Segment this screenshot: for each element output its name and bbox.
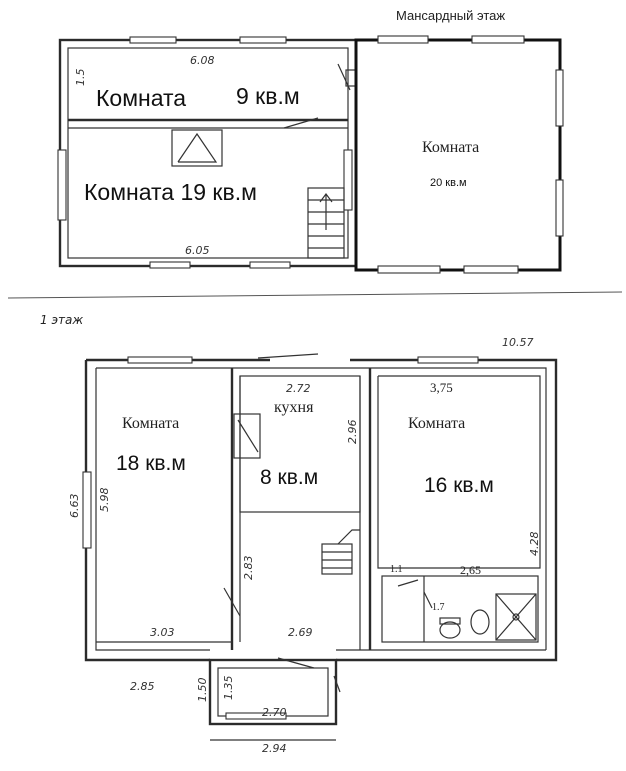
kitchen-stove-mark bbox=[237, 419, 259, 453]
porch-door bbox=[277, 657, 315, 669]
dim-left-inner: 5.98 bbox=[98, 488, 111, 513]
ground-outer-wall bbox=[84, 360, 210, 662]
attic-window bbox=[343, 149, 353, 211]
dim-porch-outer-h: 1.50 bbox=[196, 678, 209, 703]
attic-chimney bbox=[171, 129, 223, 167]
ground-floor: 1 этаж bbox=[40, 313, 558, 755]
dim-kitchen-width: 2.72 bbox=[286, 382, 311, 395]
room18-name: Комната bbox=[122, 415, 179, 432]
dim-hall-height: 2.83 bbox=[242, 556, 255, 581]
dim-porch-inner-h: 1.35 bbox=[222, 676, 235, 701]
bathroom-wall bbox=[381, 575, 539, 643]
attic-room9-area: 9 кв.м bbox=[236, 83, 300, 109]
attic-door bbox=[283, 117, 319, 129]
shower-drain bbox=[512, 613, 520, 621]
attic-window bbox=[57, 149, 67, 221]
dim-room16-width: 3,75 bbox=[430, 380, 453, 395]
kitchen-stove bbox=[233, 413, 261, 459]
attic-stairs bbox=[307, 187, 345, 259]
attic-room20-name: Комната bbox=[422, 139, 479, 156]
attic-room20-area: 20 кв.м bbox=[430, 177, 467, 189]
ground-stairs bbox=[321, 529, 360, 575]
ground-inner-wall bbox=[96, 367, 547, 650]
porch-outer bbox=[208, 658, 338, 726]
attic-inner-wall bbox=[67, 47, 349, 259]
kitchen-wall bbox=[239, 375, 361, 513]
porch-window bbox=[225, 712, 287, 720]
floor-separator bbox=[7, 291, 623, 299]
ground-window bbox=[127, 356, 193, 364]
room16-wall bbox=[377, 375, 541, 569]
attic-window bbox=[471, 35, 525, 44]
dim-hall-bottom: 2.69 bbox=[288, 626, 313, 639]
room16-name: Комната bbox=[408, 415, 465, 432]
attic-window bbox=[149, 261, 191, 269]
bath-door bbox=[423, 591, 433, 609]
shower-mark bbox=[495, 593, 537, 641]
ground-outer-wall bbox=[86, 358, 558, 662]
attic-window bbox=[377, 35, 429, 44]
attic-title: Мансардный этаж bbox=[396, 8, 505, 23]
dim-porch-outer-w: 2.94 bbox=[262, 742, 287, 755]
attic-dim-bottom: 6.05 bbox=[185, 244, 210, 257]
attic-window bbox=[129, 36, 177, 44]
attic-room9-name: Комната bbox=[96, 85, 186, 111]
dim-left-outer: 6.63 bbox=[68, 494, 81, 519]
bath-door bbox=[397, 579, 419, 587]
attic-floor: Мансардный этаж bbox=[57, 8, 564, 274]
dim-bath-door: 1.1 bbox=[390, 564, 403, 575]
kitchen-name: кухня bbox=[274, 399, 314, 416]
ground-inner-wall bbox=[95, 368, 210, 651]
dim-porch-inner-w: 2.70 bbox=[262, 706, 287, 719]
sink-icon bbox=[470, 609, 490, 635]
ground-entry-door bbox=[257, 353, 319, 359]
attic-window bbox=[555, 179, 564, 237]
attic-window bbox=[463, 265, 519, 274]
toilet-tank bbox=[439, 617, 461, 625]
attic-window bbox=[377, 265, 441, 274]
attic-chimney-mark bbox=[177, 132, 218, 163]
room16-area: 16 кв.м bbox=[424, 474, 494, 497]
ground-entry-gap bbox=[270, 356, 350, 362]
attic-dim-side: 1.5 bbox=[74, 69, 87, 87]
shower-tray bbox=[495, 593, 537, 641]
attic-room20-wall bbox=[354, 38, 562, 272]
attic-outer-wall bbox=[58, 38, 358, 268]
attic-window bbox=[249, 261, 291, 269]
dim-total-width: 10.57 bbox=[502, 336, 534, 349]
dim-lower-left: 2.85 bbox=[130, 680, 155, 693]
dim-room18-bottom: 3.03 bbox=[150, 626, 175, 639]
ground-window bbox=[82, 471, 92, 549]
ground-title: 1 этаж bbox=[40, 313, 83, 327]
dim-bath-side: 1.7 bbox=[432, 602, 445, 613]
kitchen-area: 8 кв.м bbox=[260, 466, 318, 489]
attic-window bbox=[239, 36, 287, 44]
toilet-icon bbox=[439, 621, 461, 639]
attic-dim-top: 6.08 bbox=[190, 54, 215, 67]
ground-window bbox=[417, 356, 479, 364]
room18-door bbox=[223, 587, 241, 617]
dim-kitchen-height: 2.96 bbox=[346, 420, 359, 445]
attic-room19-label: Комната 19 кв.м bbox=[84, 179, 257, 205]
attic-window bbox=[555, 69, 564, 127]
dim-room16-height: 4.28 bbox=[528, 532, 541, 557]
dim-bath-width: 2,65 bbox=[460, 563, 481, 577]
porch-side-door bbox=[333, 675, 341, 693]
room18-area: 18 кв.м bbox=[116, 452, 186, 475]
